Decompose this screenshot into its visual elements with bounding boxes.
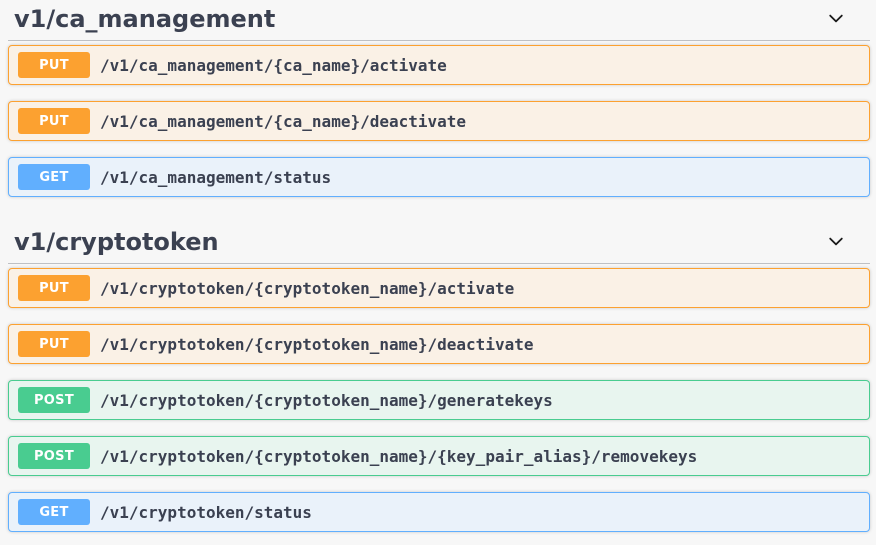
chevron-down-icon[interactable] bbox=[826, 9, 846, 29]
tag-section-header[interactable]: v1/ca_management bbox=[8, 1, 870, 41]
operation-row[interactable]: GET /v1/cryptotoken/status bbox=[8, 492, 870, 532]
operation-row[interactable]: POST /v1/cryptotoken/{cryptotoken_name}/… bbox=[8, 436, 870, 476]
operation-path: /v1/ca_management/{ca_name}/deactivate bbox=[100, 111, 467, 131]
operation-row[interactable]: PUT /v1/cryptotoken/{cryptotoken_name}/a… bbox=[8, 268, 870, 308]
method-badge: POST bbox=[18, 387, 90, 413]
api-tag-section: v1/ca_management PUT /v1/ca_management/{… bbox=[0, 1, 876, 197]
operation-row[interactable]: PUT /v1/cryptotoken/{cryptotoken_name}/d… bbox=[8, 324, 870, 364]
tag-section-header[interactable]: v1/cryptotoken bbox=[8, 224, 870, 264]
operations-group: PUT /v1/cryptotoken/{cryptotoken_name}/a… bbox=[0, 268, 876, 532]
method-badge: PUT bbox=[18, 108, 90, 134]
chevron-down-icon[interactable] bbox=[826, 232, 846, 252]
operation-path: /v1/cryptotoken/{cryptotoken_name}/gener… bbox=[100, 390, 553, 410]
operation-path: /v1/ca_management/status bbox=[100, 167, 332, 187]
tag-title: v1/ca_management bbox=[14, 5, 276, 33]
method-badge: GET bbox=[18, 499, 90, 525]
method-badge: PUT bbox=[18, 331, 90, 357]
method-badge: PUT bbox=[18, 52, 90, 78]
api-tag-section: v1/cryptotoken PUT /v1/cryptotoken/{cryp… bbox=[0, 224, 876, 532]
method-badge: GET bbox=[18, 164, 90, 190]
operation-row[interactable]: PUT /v1/ca_management/{ca_name}/activate bbox=[8, 45, 870, 85]
operation-path: /v1/cryptotoken/{cryptotoken_name}/activ… bbox=[100, 278, 515, 298]
api-operations-list: v1/ca_management PUT /v1/ca_management/{… bbox=[0, 1, 876, 532]
operation-path: /v1/cryptotoken/{cryptotoken_name}/deact… bbox=[100, 334, 534, 354]
operation-row[interactable]: PUT /v1/ca_management/{ca_name}/deactiva… bbox=[8, 101, 870, 141]
method-badge: POST bbox=[18, 443, 90, 469]
operations-group: PUT /v1/ca_management/{ca_name}/activate… bbox=[0, 45, 876, 197]
method-badge: PUT bbox=[18, 275, 90, 301]
operation-path: /v1/ca_management/{ca_name}/activate bbox=[100, 55, 447, 75]
operation-row[interactable]: GET /v1/ca_management/status bbox=[8, 157, 870, 197]
operation-path: /v1/cryptotoken/{cryptotoken_name}/{key_… bbox=[100, 446, 698, 466]
tag-title: v1/cryptotoken bbox=[14, 228, 219, 256]
operation-path: /v1/cryptotoken/status bbox=[100, 502, 312, 522]
operation-row[interactable]: POST /v1/cryptotoken/{cryptotoken_name}/… bbox=[8, 380, 870, 420]
